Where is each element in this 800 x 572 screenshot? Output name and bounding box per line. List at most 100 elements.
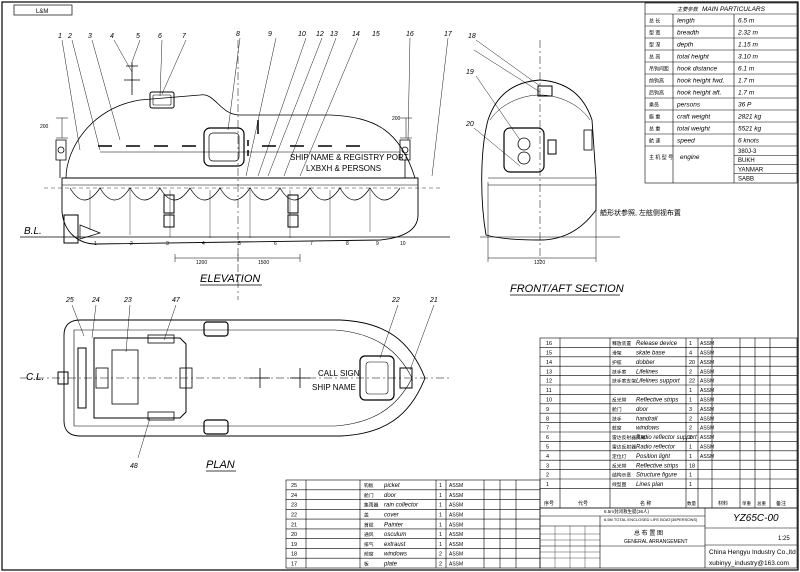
company-email: xubinyy_industry@163.com xyxy=(709,560,789,567)
callout-15: 15 xyxy=(372,31,380,38)
drawing-number: YZ65C-00 xyxy=(733,513,779,524)
part-name: windows xyxy=(636,426,659,432)
callout-8: 8 xyxy=(236,31,240,38)
elevation-title: ELEVATION xyxy=(200,273,260,285)
aft-hook-pin xyxy=(57,146,65,154)
part-qty: 1 xyxy=(689,341,692,347)
part-cn: 扶手索支架 xyxy=(612,378,636,385)
skate-base-3 xyxy=(287,194,299,214)
part-cn: 前窗 xyxy=(364,551,374,558)
engine-value: YANMAR xyxy=(738,167,764,173)
part-no: 23 xyxy=(291,503,297,509)
part-name: handrail xyxy=(636,416,658,422)
part-note: ASSM xyxy=(700,426,714,432)
frame-9: 9 xyxy=(376,241,379,247)
part-no: 16 xyxy=(546,341,552,347)
section-door xyxy=(503,127,545,173)
fwd-hook-pin xyxy=(401,146,409,154)
particular-label: total weight xyxy=(677,126,711,133)
particular-label: persons xyxy=(676,102,701,109)
part-cn: 盖 xyxy=(364,512,369,519)
particular-value: 2.32 m xyxy=(737,30,758,37)
part-cn: 护舷 xyxy=(612,359,622,366)
part-qty: 1 xyxy=(689,454,692,460)
part-name: rain collector xyxy=(384,503,419,509)
callout-10: 10 xyxy=(298,31,306,38)
hdr-code: 代号 xyxy=(578,500,588,507)
part-cn: 线型图 xyxy=(612,481,627,488)
part-note: ASSM xyxy=(449,483,463,489)
part-name: Painter xyxy=(384,522,404,528)
particulars-title: MAIN PARTICULARS xyxy=(702,6,766,13)
part-note: ASSM xyxy=(700,454,714,460)
part-no: 14 xyxy=(546,360,552,366)
particular-label: speed xyxy=(677,138,695,145)
section-width-dim xyxy=(487,182,597,262)
particular-cn: 乘员 xyxy=(649,102,659,109)
part-no: 8 xyxy=(546,416,549,422)
main-particulars-table xyxy=(644,2,798,184)
part-no: 9 xyxy=(546,407,549,413)
part-name: Radio reflector support xyxy=(636,435,697,441)
part-no: 24 xyxy=(291,493,297,499)
part-qty: 1 xyxy=(439,493,442,499)
part-cn: 扶手索 xyxy=(612,368,627,375)
dim-1320: 1320 xyxy=(534,260,545,266)
plan-picket xyxy=(57,371,69,385)
parts-bottom-row-lines xyxy=(286,489,540,559)
callout-19: 19 xyxy=(466,69,474,76)
part-cn: 板 xyxy=(364,560,369,567)
particular-label: hook height aft. xyxy=(677,90,722,97)
section-hull xyxy=(481,79,597,241)
part-note: ASSM xyxy=(449,532,463,538)
callout-48: 48 xyxy=(130,463,138,470)
callout-21: 21 xyxy=(429,297,438,304)
front-aft-title: FRONT/AFT SECTION xyxy=(510,283,624,295)
part-cn: 雷达反射器 xyxy=(612,444,636,451)
part-name: Position light xyxy=(636,454,670,460)
side-door-inner xyxy=(208,132,240,162)
part-no: 17 xyxy=(291,561,297,567)
part-qty: 1 xyxy=(439,532,442,538)
drawing-scale: 1:25 xyxy=(778,536,790,542)
canopy-outline xyxy=(65,94,416,179)
parts-bottom-frame xyxy=(285,479,541,569)
part-note: ASSM xyxy=(449,513,463,519)
elevation-callouts: 1 2 3 4 5 6 7 8 9 10 12 13 14 15 16 17 xyxy=(58,31,453,40)
parts-list-right xyxy=(539,337,798,509)
plan-cover-aft xyxy=(147,334,175,344)
parts-right-row-lines xyxy=(540,347,797,489)
hdr-no: 序号 xyxy=(544,500,554,507)
part-name: Structure figure xyxy=(636,473,678,479)
callout-7: 7 xyxy=(182,33,187,40)
part-cn: 集雨器 xyxy=(364,502,379,509)
callout-20: 20 xyxy=(465,121,474,128)
plan-ship-name-text: SHIP NAME xyxy=(312,383,356,392)
hdr-material: 材料 xyxy=(718,500,728,507)
callout-22: 22 xyxy=(391,297,400,304)
part-note: ASSM xyxy=(700,341,714,347)
frame-7: 7 xyxy=(310,241,313,247)
particular-label: total height xyxy=(677,54,710,61)
particular-label: craft weight xyxy=(677,114,711,121)
frame-numbers: 1 2 3 4 5 6 7 8 9 10 xyxy=(94,241,406,247)
part-note: ASSM xyxy=(449,522,463,528)
particular-label: length xyxy=(677,18,695,25)
part-qty: 3 xyxy=(689,407,692,413)
frame-4: 4 xyxy=(202,241,205,247)
fwd-hook xyxy=(399,139,411,178)
part-name: skate base xyxy=(636,351,666,357)
part-name: Release device xyxy=(636,341,678,347)
part-cn: 首缆 xyxy=(364,521,374,528)
drawing-title-en: GENERAL ARRANGEMENT xyxy=(624,539,688,545)
frame-3: 3 xyxy=(166,241,169,247)
part-name: door xyxy=(384,493,397,499)
corner-tag: L&M xyxy=(36,9,48,15)
section-hook xyxy=(583,129,593,151)
part-qty: 1 xyxy=(689,388,692,394)
part-note: ASSM xyxy=(700,445,714,451)
hdr-qty: 数量 xyxy=(687,500,696,507)
